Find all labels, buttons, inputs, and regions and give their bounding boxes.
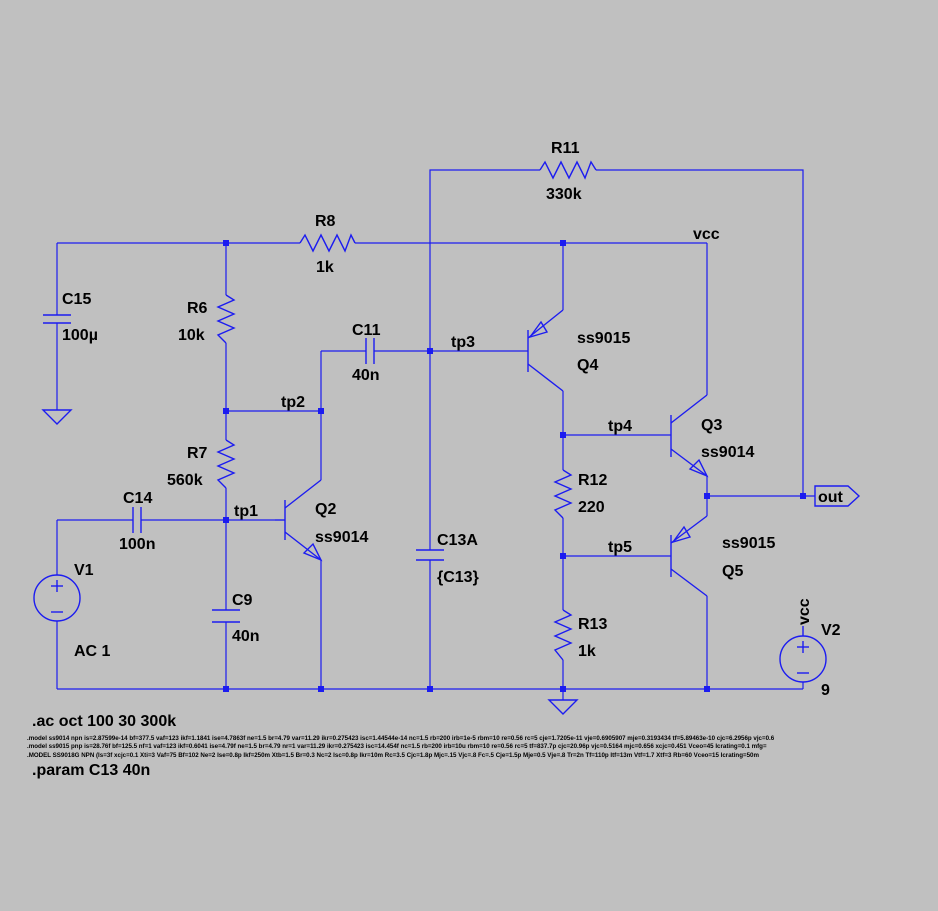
r11-name: R11 [551,140,580,157]
junctions [223,240,806,692]
r13-value: 1k [578,643,596,660]
net-label-tp3: tp3 [451,334,475,351]
net-label-tp4: tp4 [608,418,632,435]
c14-value: 100n [119,536,155,553]
net-label-tp5: tp5 [608,539,632,556]
resistor-r12-symbol[interactable] [553,469,573,519]
resistor-r8-symbol[interactable] [299,233,356,253]
junction-dot [318,408,324,414]
capacitor-c13a-symbol[interactable] [416,549,444,561]
capacitor-c14-symbol[interactable] [132,507,142,533]
output-port-symbol[interactable] [814,485,861,507]
c9-value: 40n [232,628,260,645]
junction-dot [427,686,433,692]
resistor-r13-symbol[interactable] [553,609,573,661]
transistor-q5-symbol[interactable] [670,515,708,597]
c13a-value: {C13} [437,569,479,586]
c9-name: C9 [232,592,253,609]
resistor-r11-symbol[interactable] [539,160,597,180]
c15-name: C15 [62,291,91,308]
r13-name: R13 [578,616,607,633]
r6-value: 10k [178,327,205,344]
r7-value: 560k [167,472,203,489]
transistor-q3-symbol[interactable] [670,394,709,478]
c15-value: 100µ [62,327,98,344]
q5-name: Q5 [722,563,743,580]
transistor-q2-symbol[interactable] [275,479,323,562]
r12-value: 220 [578,499,605,516]
directive-model-ss9018g[interactable]: .MODEL SS9018G NPN (Is=3f xcjc=0.1 Xti=3… [27,752,759,759]
wire [596,169,804,496]
junction-dot [223,686,229,692]
capacitor-c15-symbol[interactable] [43,314,71,324]
c14-name: C14 [123,490,152,507]
resistor-r6-symbol[interactable] [216,294,236,344]
junction-dot [427,348,433,354]
c11-name: C11 [352,322,381,339]
voltage-source-v1-symbol[interactable] [33,574,81,622]
junction-dot [704,686,710,692]
net-label-tp1: tp1 [234,503,258,520]
directive-param[interactable]: .param C13 40n [32,762,150,779]
resistor-r7-symbol[interactable] [216,439,236,489]
net-label-tp2: tp2 [281,394,305,411]
q3-model: ss9014 [701,444,754,461]
voltage-source-v2-symbol[interactable] [779,626,827,683]
junction-dot [560,553,566,559]
q4-name: Q4 [577,357,598,374]
junction-dot [223,517,229,523]
junction-dot [560,432,566,438]
q2-name: Q2 [315,501,336,518]
v2-value: 9 [821,682,830,699]
r11-value: 330k [546,186,582,203]
c11-value: 40n [352,367,380,384]
junction-dot [318,686,324,692]
q5-model: ss9015 [722,535,775,552]
r7-name: R7 [187,445,208,462]
junction-dot [800,493,806,499]
q4-model: ss9015 [577,330,630,347]
r8-name: R8 [315,213,336,230]
wires [56,169,815,700]
junction-dot [223,240,229,246]
junction-dot [223,408,229,414]
q3-name: Q3 [701,417,722,434]
r12-name: R12 [578,472,607,489]
net-label-vcc: vcc [693,226,720,243]
junction-dot [560,240,566,246]
junction-dot [704,493,710,499]
capacitor-c9-symbol[interactable] [212,609,240,623]
transistor-q4-symbol[interactable] [527,309,564,392]
net-label-out: out [818,489,844,506]
q2-model: ss9014 [315,529,368,546]
v1-value: AC 1 [74,643,111,660]
capacitor-c11-symbol[interactable] [365,338,375,364]
wire [429,169,540,351]
junction-dot [560,686,566,692]
r6-name: R6 [187,300,208,317]
v1-name: V1 [74,562,94,579]
r8-value: 1k [316,259,334,276]
c13a-name: C13A [437,532,478,549]
ground-symbol [547,699,579,715]
v2-name: V2 [821,622,841,639]
net-label-vcc-v2: vcc [796,598,813,625]
directive-ac[interactable]: .ac oct 100 30 300k [32,713,176,730]
directive-model-ss9015[interactable]: .model ss9015 pnp is=28.76f bf=125.5 nf=… [27,743,767,750]
ground-symbol [41,409,73,425]
directive-model-ss9014[interactable]: .model ss9014 npn is=2.87599e-14 bf=377.… [27,735,775,742]
